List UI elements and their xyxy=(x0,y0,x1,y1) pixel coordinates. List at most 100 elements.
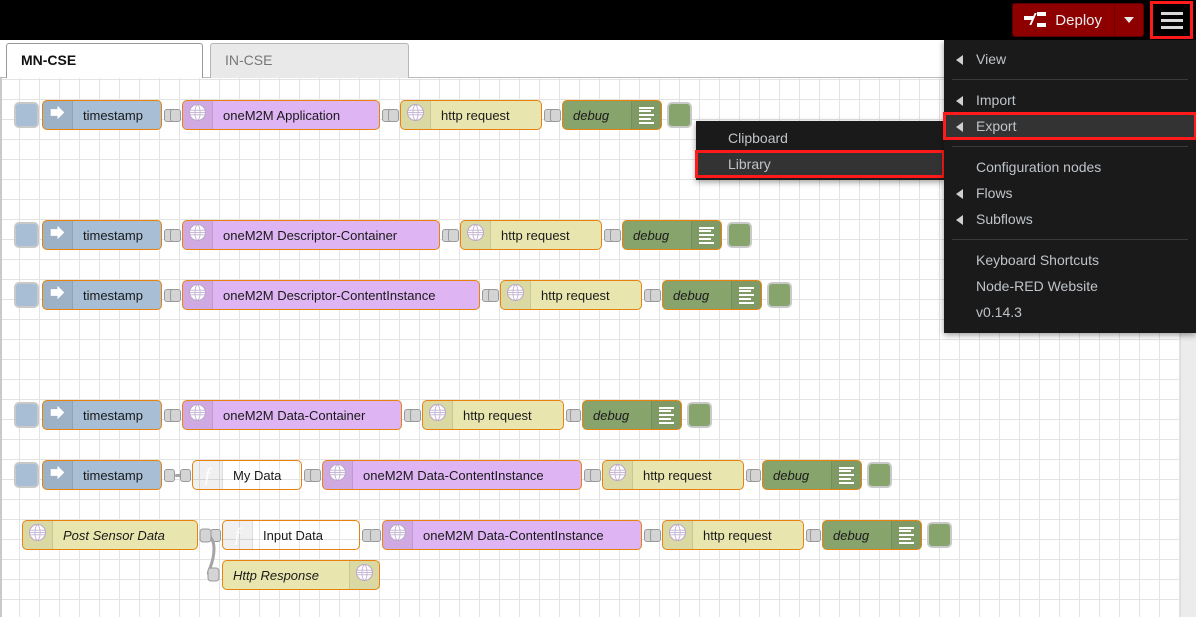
node-inject[interactable]: timestamp xyxy=(42,460,162,490)
menu-item-v0-14-3[interactable]: v0.14.3 xyxy=(944,299,1196,325)
menu-item-view[interactable]: View xyxy=(944,46,1196,72)
arrow-right-icon xyxy=(49,224,66,246)
node-debug[interactable]: debug xyxy=(662,280,762,310)
node-debug[interactable]: debug xyxy=(622,220,722,250)
node-input-port[interactable] xyxy=(650,529,661,542)
node-httpin[interactable]: Http Response xyxy=(222,560,380,590)
node-debug[interactable]: debug xyxy=(562,100,662,130)
menu-item-import[interactable]: Import xyxy=(944,87,1196,113)
deploy-button[interactable]: Deploy xyxy=(1013,4,1115,36)
node-debug[interactable]: debug xyxy=(822,520,922,550)
node-onem2m[interactable]: oneM2M Data-ContentInstance xyxy=(322,460,582,490)
inject-trigger-button[interactable] xyxy=(14,462,39,488)
node-label: oneM2M Descriptor-ContentInstance xyxy=(223,287,436,303)
menu-item-export[interactable]: Export xyxy=(943,112,1196,140)
node-onem2m[interactable]: oneM2M Application xyxy=(182,100,380,130)
menu-item-node-red-website[interactable]: Node-RED Website xyxy=(944,273,1196,299)
node-label: Post Sensor Data xyxy=(63,527,165,543)
submenu-item-clipboard[interactable]: Clipboard xyxy=(696,125,944,151)
chevron-left-icon xyxy=(956,55,963,65)
node-input-port[interactable] xyxy=(448,229,459,242)
hamburger-menu-button[interactable] xyxy=(1150,1,1193,39)
node-input-port[interactable] xyxy=(170,409,181,422)
tab-mn-cse[interactable]: MN-CSE xyxy=(6,43,203,78)
node-input-port[interactable] xyxy=(550,109,561,122)
node-http[interactable]: http request xyxy=(602,460,744,490)
node-inject[interactable]: timestamp xyxy=(42,280,162,310)
node-onem2m[interactable]: oneM2M Descriptor-Container xyxy=(182,220,440,250)
node-input-port[interactable] xyxy=(170,109,181,122)
debug-toggle-button[interactable] xyxy=(927,522,952,548)
debug-toggle-button[interactable] xyxy=(867,462,892,488)
node-http[interactable]: http request xyxy=(500,280,642,310)
debug-toggle-button[interactable] xyxy=(687,402,712,428)
node-icon-slot xyxy=(461,221,491,249)
node-onem2m[interactable]: oneM2M Data-ContentInstance xyxy=(382,520,642,550)
menu-item-keyboard-shortcuts[interactable]: Keyboard Shortcuts xyxy=(944,247,1196,273)
node-label: debug xyxy=(833,527,870,543)
node-input-port[interactable] xyxy=(590,469,601,482)
node-icon-slot xyxy=(43,101,73,129)
node-debug[interactable]: debug xyxy=(762,460,862,490)
deploy-label: Deploy xyxy=(1055,11,1102,29)
node-inject[interactable]: timestamp xyxy=(42,400,162,430)
debug-toggle-button[interactable] xyxy=(667,102,692,128)
tab-in-cse[interactable]: IN-CSE xyxy=(210,43,409,78)
node-input-port[interactable] xyxy=(210,529,221,542)
node-label: oneM2M Descriptor-Container xyxy=(223,227,398,243)
globe-icon xyxy=(188,223,207,247)
node-http[interactable]: http request xyxy=(422,400,564,430)
inject-trigger-button[interactable] xyxy=(14,282,39,308)
node-http[interactable]: http request xyxy=(460,220,602,250)
inject-trigger-button[interactable] xyxy=(14,222,39,248)
node-input-port[interactable] xyxy=(310,469,321,482)
node-input-port[interactable] xyxy=(370,529,381,542)
node-input-port[interactable] xyxy=(810,529,821,542)
menu-item-subflows[interactable]: Subflows xyxy=(944,206,1196,232)
node-icon-slot xyxy=(663,521,693,549)
node-label: timestamp xyxy=(83,107,143,123)
menu-item-configuration-nodes[interactable]: Configuration nodes xyxy=(944,154,1196,180)
node-label: debug xyxy=(633,227,670,243)
node-icon-slot: f xyxy=(223,521,253,549)
node-icon-slot xyxy=(891,521,921,549)
node-debug[interactable]: debug xyxy=(582,400,682,430)
menu-item-label: Flows xyxy=(976,185,1013,201)
submenu-item-library[interactable]: Library xyxy=(695,150,945,178)
node-inject[interactable]: timestamp xyxy=(42,100,162,130)
node-input-port[interactable] xyxy=(650,289,661,302)
node-onem2m[interactable]: oneM2M Descriptor-ContentInstance xyxy=(182,280,480,310)
inject-trigger-button[interactable] xyxy=(14,102,39,128)
node-input-port[interactable] xyxy=(750,469,761,482)
menu-divider xyxy=(952,79,1188,80)
node-input-port[interactable] xyxy=(570,409,581,422)
node-httpin[interactable]: Post Sensor Data xyxy=(22,520,198,550)
node-http[interactable]: http request xyxy=(662,520,804,550)
node-icon-slot xyxy=(383,521,413,549)
node-input-port[interactable] xyxy=(180,469,191,482)
node-output-port[interactable] xyxy=(164,469,175,482)
debug-toggle-button[interactable] xyxy=(727,222,752,248)
node-input-port[interactable] xyxy=(610,229,621,242)
globe-icon xyxy=(188,403,207,427)
node-http[interactable]: http request xyxy=(400,100,542,130)
hamburger-menu-icon xyxy=(1160,25,1183,29)
debug-toggle-button[interactable] xyxy=(767,282,792,308)
submenu-item-label: Clipboard xyxy=(728,130,788,146)
node-input-port[interactable] xyxy=(170,229,181,242)
menu-item-label: Node-RED Website xyxy=(976,278,1098,294)
node-input-port[interactable] xyxy=(410,409,421,422)
node-input-port[interactable] xyxy=(388,109,399,122)
node-inject[interactable]: timestamp xyxy=(42,220,162,250)
menu-divider xyxy=(952,239,1188,240)
menu-item-flows[interactable]: Flows xyxy=(944,180,1196,206)
deploy-dropdown-button[interactable] xyxy=(1115,4,1143,36)
node-input-port[interactable] xyxy=(488,289,499,302)
node-onem2m[interactable]: oneM2M Data-Container xyxy=(182,400,402,430)
inject-trigger-button[interactable] xyxy=(14,402,39,428)
node-input-port[interactable] xyxy=(170,289,181,302)
